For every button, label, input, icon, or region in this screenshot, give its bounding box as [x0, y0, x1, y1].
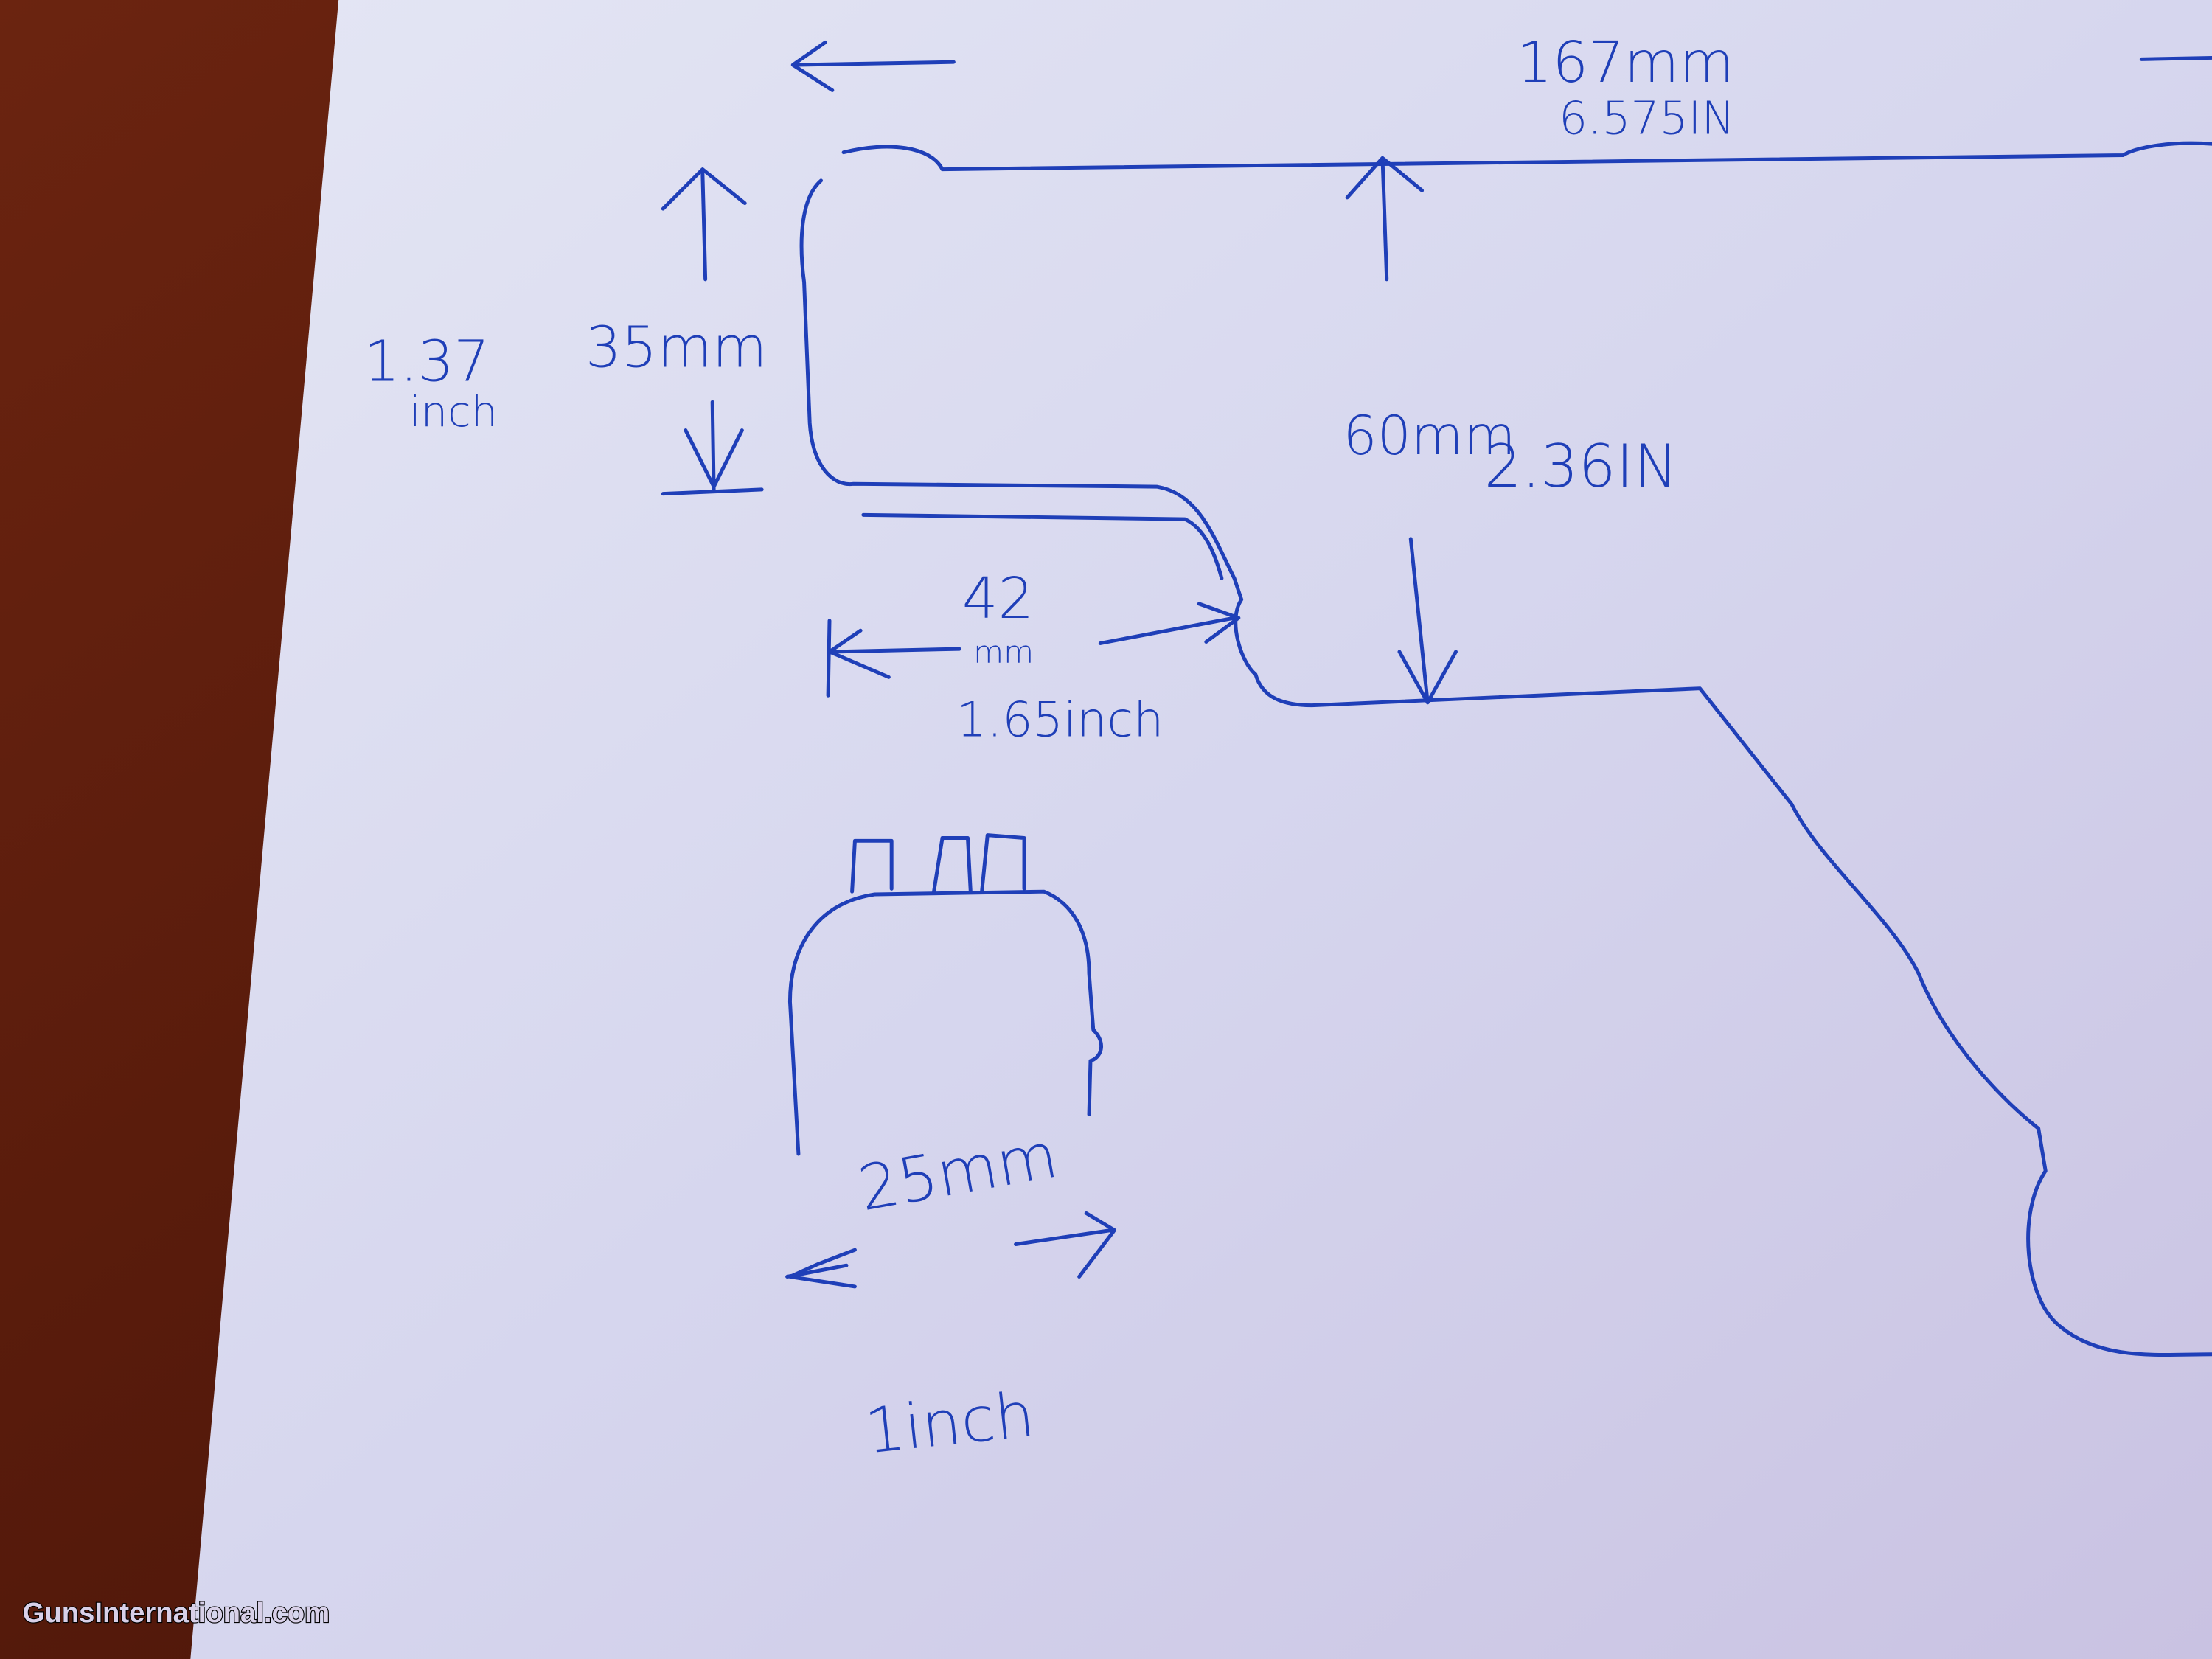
part-outline-left [799, 178, 2212, 1357]
mid-height-in-label: 2.36IN [1484, 431, 1678, 501]
watermark: GunsInternational.com [23, 1597, 330, 1629]
arrow-42mm [826, 602, 1241, 698]
step-width-mm-label: 42 [962, 566, 1034, 632]
paper-sheet [190, 0, 2212, 1659]
small-part-outline [787, 889, 1103, 1156]
left-height-in-label: 1.37 [364, 330, 490, 395]
small-part-tabs [850, 833, 1026, 894]
part-width-in-label: 1inch [862, 1378, 1038, 1467]
part-outline-inner [861, 512, 1224, 580]
arrow-up-35mm [661, 167, 747, 282]
left-height-in-unit-label: inch [409, 387, 498, 437]
overall-length-mm-label: 167mm [1517, 30, 1734, 96]
step-width-mm-unit-label: mm [973, 634, 1034, 670]
overall-length-in-label: 6.575IN [1559, 93, 1735, 145]
arrow-right-top [2139, 55, 2212, 61]
arrow-down-60mm [1397, 537, 1458, 705]
arrow-up-60mm [1345, 156, 1425, 282]
mid-height-mm-label: 60mm [1343, 406, 1515, 467]
part-outline [841, 141, 2212, 172]
left-height-mm-label: 35mm [585, 315, 767, 380]
arrow-25mm [785, 1211, 1116, 1289]
step-width-in-label: 1.65inch [956, 693, 1164, 748]
arrow-down-35mm [661, 400, 764, 496]
arrow-left-top [790, 40, 956, 92]
